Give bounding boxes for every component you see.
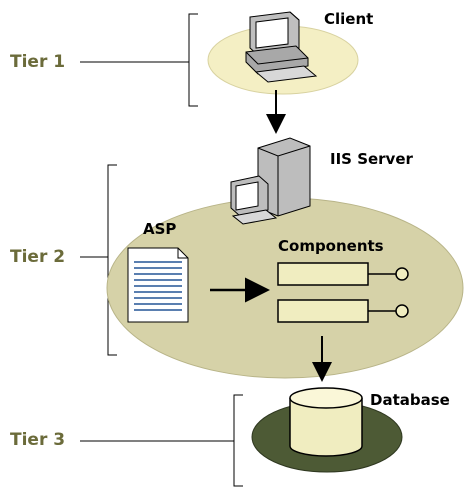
database-label: Database [370, 391, 450, 409]
component-2-interface-icon [395, 304, 409, 318]
tier-1-bracket [188, 13, 198, 107]
tier-2-bracket [107, 164, 117, 356]
components-label: Components [278, 237, 384, 255]
asp-label: ASP [143, 220, 176, 238]
tier-1-group: Tier 1 [10, 13, 198, 107]
tier-3-group: Tier 3 [10, 394, 243, 487]
asp-document-icon [127, 247, 189, 323]
tier-3-label: Tier 3 [10, 430, 65, 450]
client-label: Client [324, 10, 373, 28]
tier-2-group: Tier 2 [10, 164, 117, 356]
database-cylinder-icon [289, 387, 363, 457]
component-2 [277, 299, 409, 323]
component-1 [277, 262, 409, 286]
component-1-interface-icon [395, 267, 409, 281]
iis-server-icon [230, 137, 311, 225]
tier-3-bracket [233, 394, 243, 487]
client-computer-icon [245, 11, 318, 83]
iis-server-label: IIS Server [330, 150, 414, 168]
tier-1-label: Tier 1 [10, 52, 65, 72]
tier-2-label: Tier 2 [10, 247, 65, 267]
